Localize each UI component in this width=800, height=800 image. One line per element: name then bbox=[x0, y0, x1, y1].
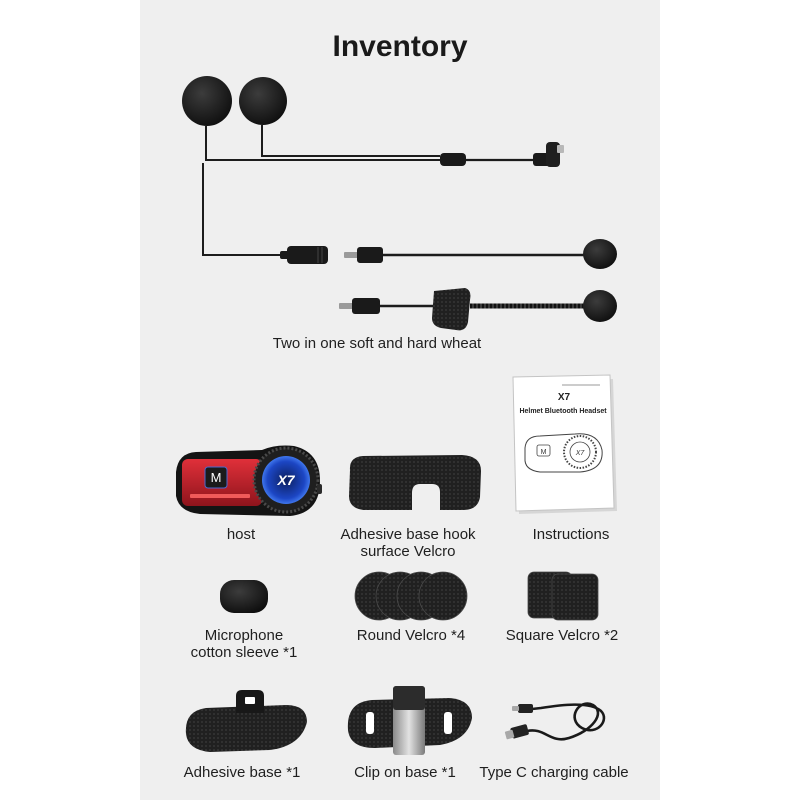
round-velcro-label: Round Velcro *4 bbox=[356, 627, 466, 644]
page-title: Inventory bbox=[332, 30, 468, 63]
booklet-device-button bbox=[536, 444, 551, 457]
left-speaker-wire bbox=[205, 126, 440, 161]
right-speaker-pad bbox=[239, 77, 287, 125]
cable-assembly-caption: Two in one soft and hard wheat bbox=[272, 335, 482, 352]
right-speaker-wire bbox=[261, 125, 440, 157]
clip-on-base bbox=[347, 686, 472, 755]
male-connector-pin bbox=[344, 252, 358, 258]
male-connector bbox=[357, 247, 383, 263]
female-connector-neck bbox=[280, 251, 289, 259]
host-dial-logo: X7 bbox=[276, 472, 295, 488]
mic-sleeve-label-line1: Microphone bbox=[204, 627, 284, 644]
adhesive-base-label: Adhesive base *1 bbox=[183, 764, 301, 781]
bracket-hole bbox=[245, 697, 255, 704]
male-connector bbox=[352, 298, 380, 314]
host-m-letter: M bbox=[211, 470, 222, 485]
host-m-button bbox=[204, 466, 228, 489]
boom-velcro-pad bbox=[432, 288, 471, 331]
round-velcro-disc bbox=[418, 571, 468, 621]
booklet-model: X7 bbox=[558, 392, 571, 403]
booklet-title: Helmet Bluetooth Headset bbox=[519, 408, 607, 415]
round-velcro-set bbox=[354, 571, 468, 621]
usb-a-plug bbox=[510, 724, 529, 739]
clip-base-slot bbox=[366, 712, 374, 734]
usb-c-cable-plug bbox=[518, 704, 533, 713]
soft-wire-microphone bbox=[344, 239, 617, 269]
square-velcro-set bbox=[527, 571, 599, 621]
instructions-label: Instructions bbox=[532, 526, 610, 543]
host-side-button bbox=[317, 484, 322, 494]
earphone-cable-assembly bbox=[182, 76, 564, 264]
mic-sleeve-label: Microphone cotton sleeve *1 bbox=[144, 627, 344, 661]
hook-velcro-label-line2: surface Velcro bbox=[360, 543, 456, 560]
microphone-cotton-sleeve bbox=[220, 580, 268, 613]
charging-cable-wire bbox=[526, 702, 606, 741]
cable-splitter bbox=[440, 153, 466, 166]
clip-top-block bbox=[393, 686, 425, 710]
booklet-device-m-letter: M bbox=[541, 449, 547, 456]
charging-cable-label: Type C charging cable bbox=[479, 764, 629, 781]
type-c-charging-cable bbox=[504, 702, 606, 741]
host-red-strip bbox=[190, 494, 250, 498]
host-device: M X7 bbox=[176, 445, 322, 516]
booklet-device-dial bbox=[563, 435, 597, 469]
soft-mic-foam bbox=[583, 239, 617, 269]
left-speaker-pad bbox=[182, 76, 232, 126]
host-dial-face bbox=[262, 456, 310, 504]
mic-extension-wire bbox=[202, 163, 287, 256]
usb-c-plug-head bbox=[546, 142, 560, 167]
clip-base-label: Clip on base *1 bbox=[354, 764, 456, 781]
boom-mic-foam bbox=[583, 290, 617, 322]
instruction-booklet: X7 Helmet Bluetooth Headset M X7 bbox=[512, 374, 617, 514]
male-connector-pin bbox=[339, 303, 353, 309]
booklet-cover bbox=[512, 374, 615, 512]
usb-a-plug-metal bbox=[504, 729, 515, 740]
booklet-device-outline bbox=[524, 433, 603, 473]
hard-boom-microphone bbox=[339, 288, 617, 331]
booklet-device-dial-face bbox=[569, 441, 591, 463]
hook-velcro-label: Adhesive base hook surface Velcro bbox=[308, 526, 508, 560]
usb-c-cable-plug-tip bbox=[512, 706, 519, 711]
mic-sleeve-label-line2: cotton sleeve *1 bbox=[190, 644, 298, 661]
adhesive-base-pad bbox=[185, 705, 307, 752]
booklet-device-logo: X7 bbox=[575, 450, 586, 457]
host-label: host bbox=[226, 526, 256, 543]
hook-velcro-label-line1: Adhesive base hook bbox=[340, 526, 476, 543]
square-velcro-label: Square Velcro *2 bbox=[505, 627, 619, 644]
usb-c-plug-tip bbox=[557, 145, 564, 153]
square-velcro-pad bbox=[551, 573, 599, 621]
hook-velcro-pad bbox=[349, 455, 481, 510]
adhesive-base bbox=[185, 690, 307, 752]
clip-base-slot bbox=[444, 712, 452, 734]
